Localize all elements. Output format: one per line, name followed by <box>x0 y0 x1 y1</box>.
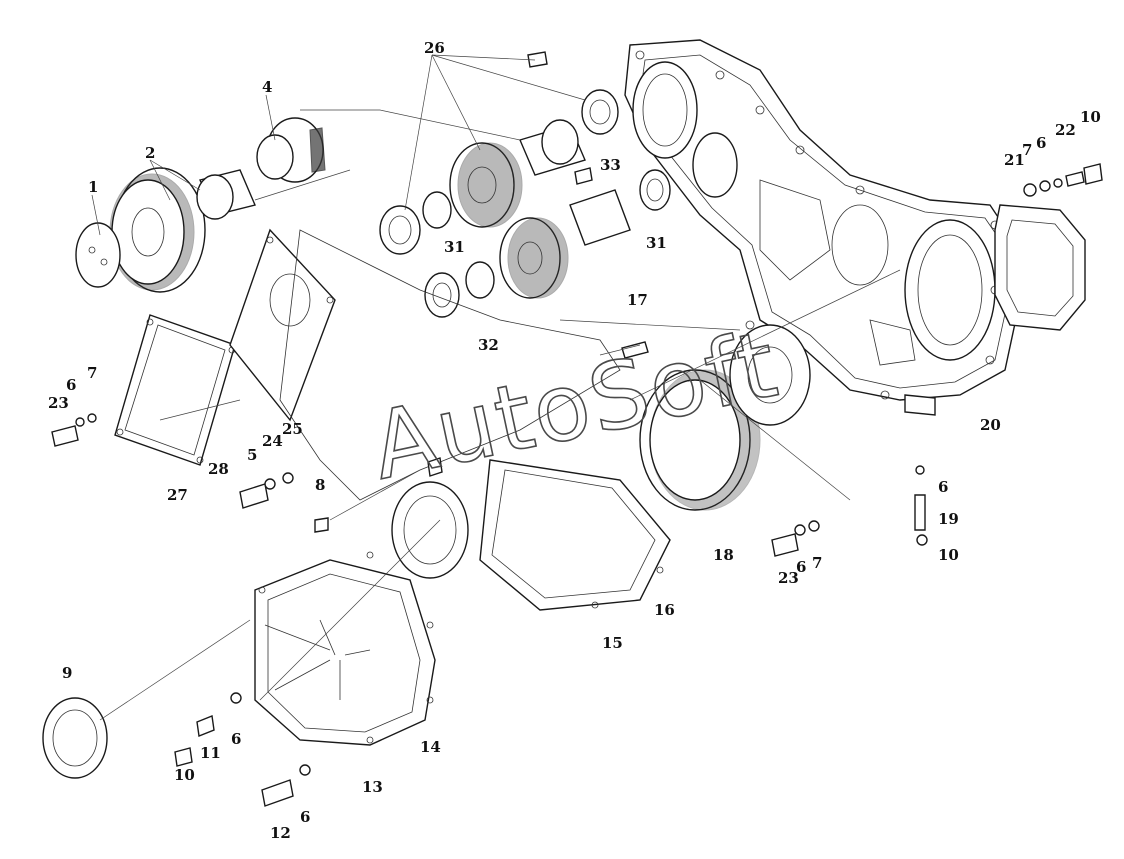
gasket-28 <box>229 228 336 422</box>
callout-24: 24 <box>262 432 283 450</box>
callout-25: 25 <box>282 420 303 438</box>
disc-1 <box>75 222 121 288</box>
callout-5: 5 <box>247 446 257 464</box>
callout-4: 4 <box>262 78 272 96</box>
callout-18: 18 <box>713 546 734 564</box>
callout-26: 26 <box>424 39 445 57</box>
callout-1: 1 <box>88 178 98 196</box>
sleeve-4 <box>256 117 326 183</box>
callout-6-right: 6 <box>796 558 806 576</box>
callout-23-right: 23 <box>778 569 799 587</box>
gear-cluster-26 <box>449 51 671 299</box>
pin-17 <box>621 341 649 359</box>
callout-28: 28 <box>208 460 229 478</box>
callout-20: 20 <box>980 416 1001 434</box>
callout-9: 9 <box>62 664 72 682</box>
callout-21: 21 <box>1004 151 1025 169</box>
callout-27: 27 <box>167 486 188 504</box>
callout-10-bottom: 10 <box>174 766 195 784</box>
callout-32: 32 <box>478 336 499 354</box>
gear-18 <box>639 324 811 511</box>
callout-6-bottom-right: 6 <box>300 808 310 826</box>
cover-plate-27 <box>114 314 236 466</box>
gear-2 <box>109 167 206 293</box>
callout-23-left: 23 <box>48 394 69 412</box>
callout-12: 12 <box>270 824 291 842</box>
callout-2: 2 <box>145 144 155 162</box>
bolt-group-top-right <box>1023 163 1103 197</box>
callout-10-top: 10 <box>1080 108 1101 126</box>
bearings <box>379 191 495 318</box>
callout-17: 17 <box>627 291 648 309</box>
callout-10-right: 10 <box>938 546 959 564</box>
callout-7-right: 7 <box>812 554 822 572</box>
callout-6-bottom: 6 <box>231 730 241 748</box>
front-cover-14 <box>254 551 436 746</box>
callout-22: 22 <box>1055 121 1076 139</box>
callout-6-left: 6 <box>66 376 76 394</box>
middle-gasket <box>279 229 621 501</box>
callout-16: 16 <box>654 601 675 619</box>
callout-11: 11 <box>200 744 221 762</box>
callout-7-left: 7 <box>87 364 97 382</box>
end-gasket <box>994 204 1086 331</box>
callout-8-left: 8 <box>315 476 325 494</box>
callout-7-top: 7 <box>1022 141 1032 159</box>
callout-19: 19 <box>938 510 959 528</box>
callout-14: 14 <box>420 738 441 756</box>
callout-31-left: 31 <box>444 238 465 256</box>
callout-15: 15 <box>602 634 623 652</box>
leader-lines <box>91 54 901 721</box>
fasteners <box>51 413 928 807</box>
callout-6-top: 6 <box>1036 134 1046 152</box>
callout-13: 13 <box>362 778 383 796</box>
callout-33: 33 <box>600 156 621 174</box>
callout-6-lower: 6 <box>938 478 948 496</box>
callout-labels: 1 2 4 26 33 31 31 32 17 21 7 6 22 10 20 … <box>48 39 1101 842</box>
seal-9 <box>42 697 108 779</box>
callout-31-right: 31 <box>646 234 667 252</box>
bushing <box>196 169 256 220</box>
